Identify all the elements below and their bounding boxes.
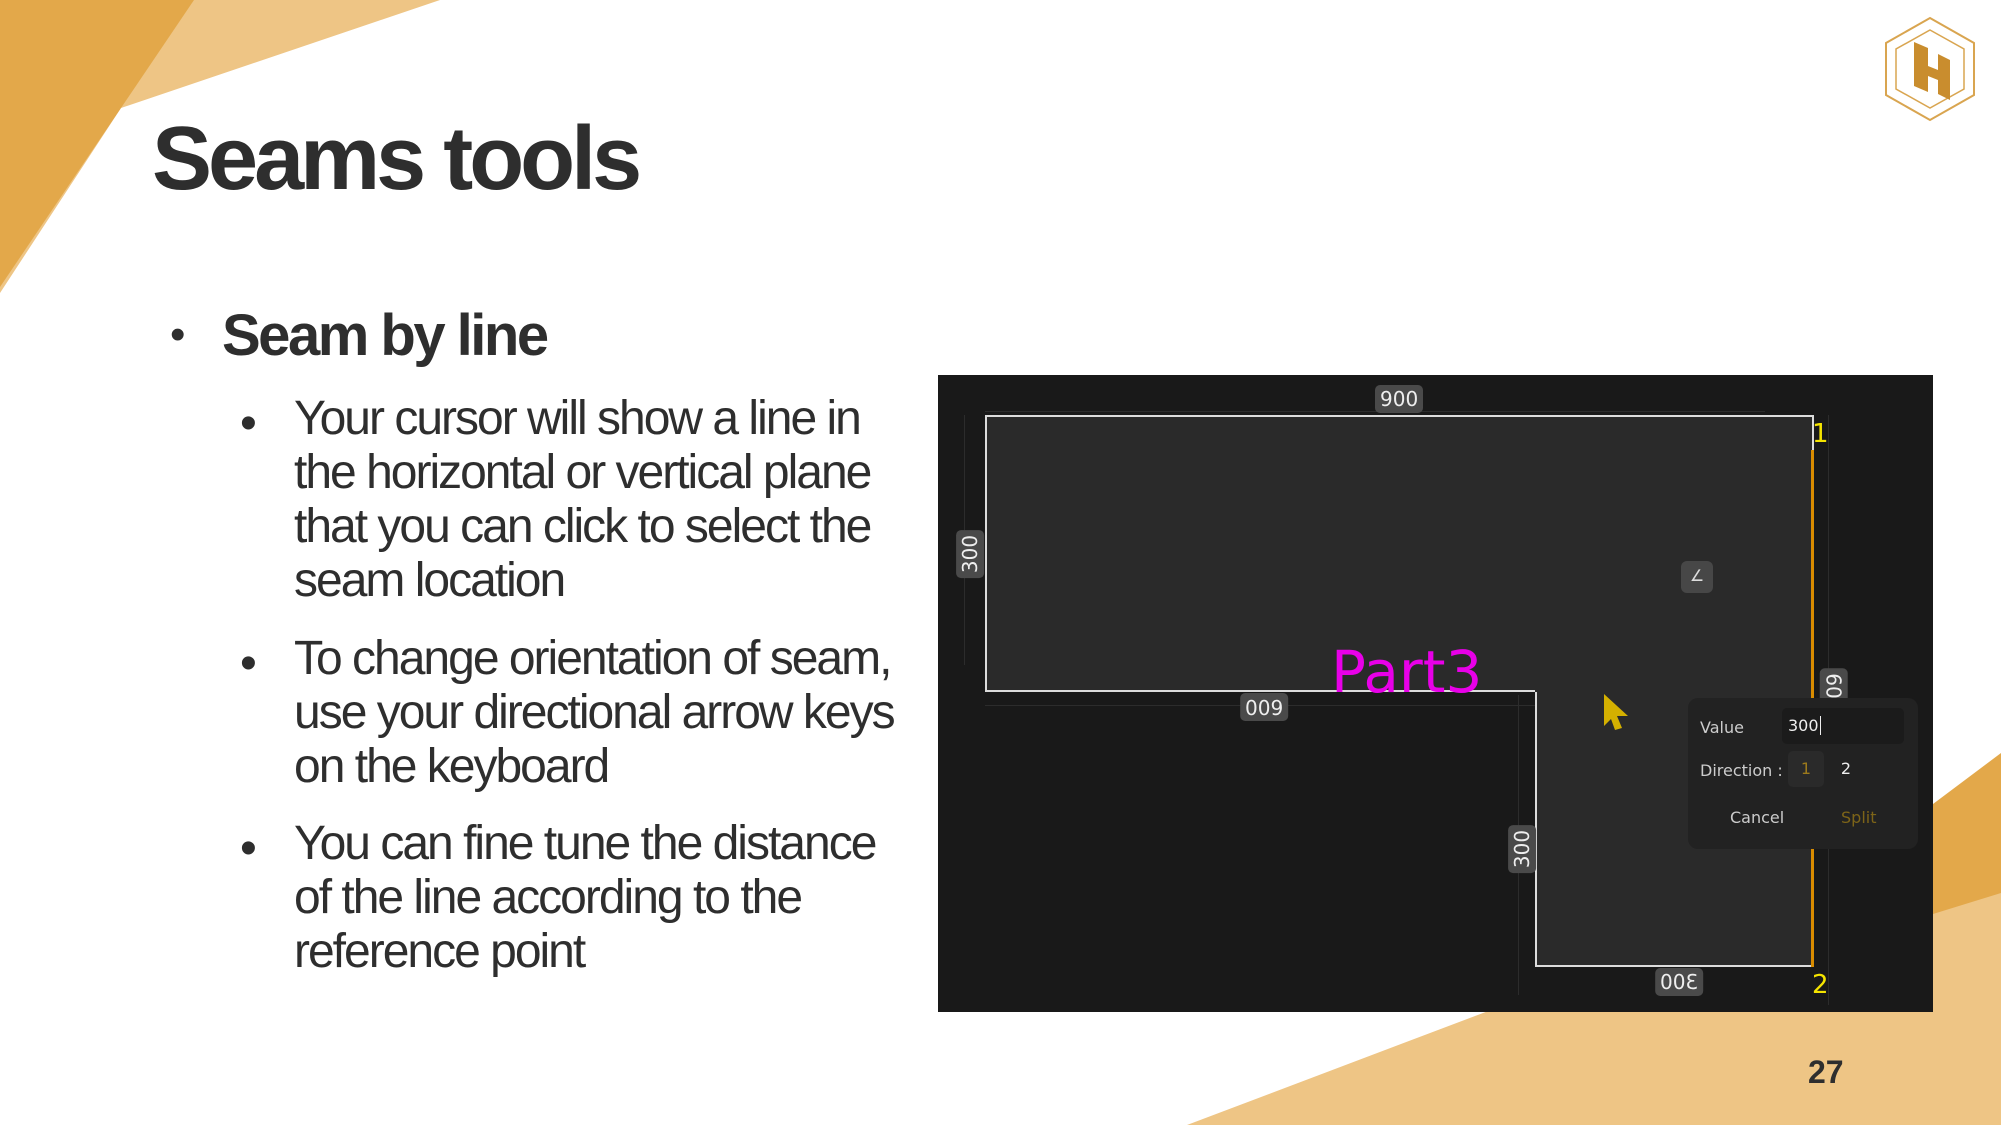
split-dialog: Value 300 Direction : 1 2 Cancel Split (1688, 698, 1918, 849)
cancel-button[interactable]: Cancel (1730, 808, 1785, 827)
value-input-text: 300 (1788, 716, 1819, 735)
app-screenshot: 900 300 600 300 300 60 1 2 ∠ Part3 Value… (938, 375, 1933, 1012)
bullet-dot: • (240, 822, 257, 875)
bullet-dot: • (240, 637, 257, 690)
direction-label: Direction : (1700, 761, 1783, 780)
dim-label-bottom-mid: 600 (1240, 693, 1289, 721)
dim-label-lower-bottom: 300 (1655, 968, 1704, 996)
value-label: Value (1700, 718, 1744, 737)
section-heading: Seam by line (222, 303, 549, 368)
point-label-1: 1 (1812, 419, 1829, 449)
bullet-text: To change orientation of seam, use your … (294, 632, 896, 793)
bullet-dot: • (170, 310, 186, 359)
point-label-2: 2 (1812, 970, 1829, 1000)
bullet-dot: • (240, 397, 257, 450)
slide-title: Seams tools (152, 109, 642, 209)
page-number: 27 (1808, 1054, 1844, 1090)
dim-label-left: 300 (956, 529, 985, 579)
dim-label-top: 900 (1375, 385, 1424, 413)
split-button[interactable]: Split (1841, 808, 1877, 827)
cursor-icon (1604, 694, 1628, 730)
bullet-text: Your cursor will show a line in the hori… (294, 392, 872, 607)
logo (1880, 14, 1980, 124)
bullet-text: You can fine tune the distance of the li… (294, 817, 877, 978)
dim-label-lower-left: 300 (1508, 824, 1537, 874)
direction-option-1[interactable]: 1 (1788, 751, 1824, 787)
part-label: Part3 (1331, 638, 1483, 706)
value-input[interactable]: 300 (1782, 708, 1904, 744)
angle-icon[interactable]: ∠ (1681, 561, 1713, 593)
part-top-rect[interactable] (985, 415, 1814, 692)
direction-option-2[interactable]: 2 (1840, 759, 1852, 778)
